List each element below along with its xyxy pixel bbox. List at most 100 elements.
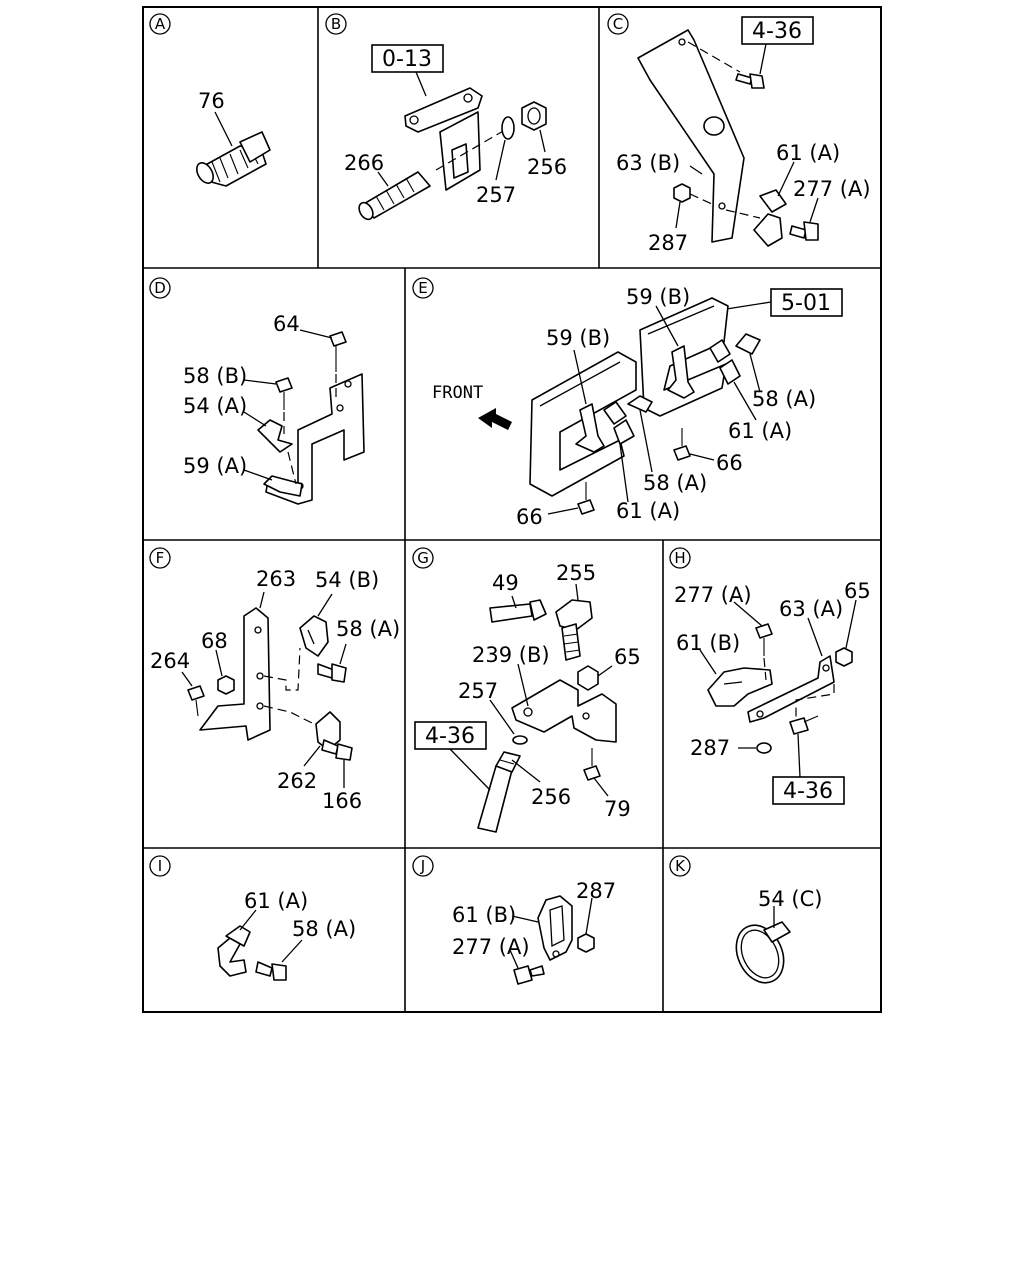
panel-e: E 5-01 FRONT <box>412 277 843 529</box>
nut-65-g <box>577 665 599 691</box>
panel-letter-g: G <box>412 547 434 569</box>
ref-box-4-36-c: 4-36 <box>741 16 814 45</box>
bracket-b <box>404 87 483 191</box>
label-65-h: 65 <box>844 579 871 603</box>
svg-text:4-36: 4-36 <box>425 724 475 749</box>
label-266: 266 <box>344 151 384 175</box>
bolt-277a-j <box>513 965 545 985</box>
clip-59a <box>263 475 303 497</box>
fitting-49 <box>489 599 547 623</box>
washer-257 <box>501 116 515 140</box>
label-58a-right: 58 (A) <box>752 387 816 411</box>
nut-287-j <box>577 933 595 953</box>
label-66-upper: 66 <box>716 451 743 475</box>
label-262: 262 <box>277 769 317 793</box>
label-59b-right: 59 (B) <box>626 285 690 309</box>
grid-frame <box>142 6 882 1013</box>
bolt-58b <box>275 377 293 434</box>
front-label: FRONT <box>432 383 483 403</box>
label-58a-f: 58 (A) <box>336 617 400 641</box>
bolt-264 <box>187 685 205 717</box>
ref-box-5-01: 5-01 <box>770 288 843 317</box>
svg-text:G: G <box>417 549 429 567</box>
panel-letter-i: I <box>149 855 171 877</box>
hose-clamp-54c <box>735 921 791 984</box>
front-arrow-icon <box>478 408 512 430</box>
label-277a-j: 277 (A) <box>452 935 530 959</box>
bolt-266 <box>358 171 431 221</box>
label-287-c: 287 <box>648 231 688 255</box>
svg-text:I: I <box>158 857 162 875</box>
svg-text:B: B <box>331 15 341 33</box>
svg-text:J: J <box>420 857 425 875</box>
label-58a-left: 58 (A) <box>643 471 707 495</box>
label-277a-c: 277 (A) <box>793 177 871 201</box>
nut-68 <box>217 675 235 695</box>
clamp-61a-left <box>603 401 635 445</box>
panel-j: J 61 (B) 287 277 (A) <box>412 855 616 985</box>
svg-text:5-01: 5-01 <box>781 291 831 316</box>
panel-g: G 4-36 <box>412 547 641 833</box>
label-54b: 54 (B) <box>315 568 379 592</box>
bolt-4-36 <box>735 73 765 89</box>
panel-k: K 54 (C) <box>669 855 822 984</box>
bolt-58a-i <box>255 961 287 981</box>
bolt-79 <box>583 748 601 781</box>
bolt-277a-c <box>789 221 819 241</box>
panel-i: I 61 (A) 58 (A) <box>149 855 356 981</box>
svg-text:A: A <box>155 15 166 33</box>
clip-59b-left <box>575 403 605 453</box>
label-61b-h: 61 (B) <box>676 631 740 655</box>
label-68: 68 <box>201 629 228 653</box>
panel-letter-j: J <box>412 855 434 877</box>
label-287-j: 287 <box>576 879 616 903</box>
label-255: 255 <box>556 561 596 585</box>
label-257-g: 257 <box>458 679 498 703</box>
clip-59b-right <box>667 345 695 399</box>
bolt-58a-right <box>735 333 761 355</box>
bolt-58a-f <box>317 663 347 683</box>
bracket-63a <box>747 655 835 723</box>
label-256: 256 <box>527 155 567 179</box>
bolt-66-lower <box>577 482 595 515</box>
clip-54a <box>257 419 293 453</box>
panel-h: H 4-36 277 (A) <box>669 547 871 805</box>
label-277a-h: 277 (A) <box>674 583 752 607</box>
clip-61a-i <box>217 925 251 977</box>
label-58b: 58 (B) <box>183 364 247 388</box>
label-166: 166 <box>322 789 362 813</box>
svg-text:4-36: 4-36 <box>752 19 802 44</box>
panel-letter-h: H <box>669 547 691 569</box>
hose-fitting-76 <box>196 131 271 187</box>
label-54c: 54 (C) <box>758 887 822 911</box>
clamp-61b-j <box>537 895 573 961</box>
clamp-61b-h <box>707 667 773 707</box>
bolt-166 <box>321 739 353 761</box>
washer-257-g <box>512 735 528 745</box>
panel-letter-f: F <box>149 547 171 569</box>
clamp-61a-right <box>709 339 741 385</box>
svg-text:E: E <box>418 279 427 297</box>
nut-256 <box>521 101 547 131</box>
ref-box-0-13: 0-13 <box>371 44 444 73</box>
label-263: 263 <box>256 567 296 591</box>
nut-65-h <box>835 647 853 667</box>
svg-text:H: H <box>674 549 685 567</box>
panel-letter-b: B <box>325 13 347 35</box>
svg-text:D: D <box>154 279 166 297</box>
svg-text:F: F <box>156 549 165 567</box>
label-61a-c: 61 (A) <box>776 141 840 165</box>
label-64: 64 <box>273 312 300 336</box>
frame-rail-left <box>529 351 637 497</box>
bracket-263 <box>199 607 271 741</box>
ref-box-4-36-h: 4-36 <box>772 776 845 805</box>
label-239b: 239 (B) <box>472 643 550 667</box>
label-61a-i: 61 (A) <box>244 889 308 913</box>
clamp-262 <box>315 711 341 751</box>
panel-b: B 0-13 266 257 256 <box>325 13 567 221</box>
label-66-lower: 66 <box>516 505 543 529</box>
panel-c: C 4-36 63 (B) <box>607 13 871 255</box>
panel-letter-a: A <box>149 13 171 35</box>
label-76: 76 <box>198 89 225 113</box>
panel-d: D 64 58 (B) 54 (A) 5 <box>149 277 365 505</box>
